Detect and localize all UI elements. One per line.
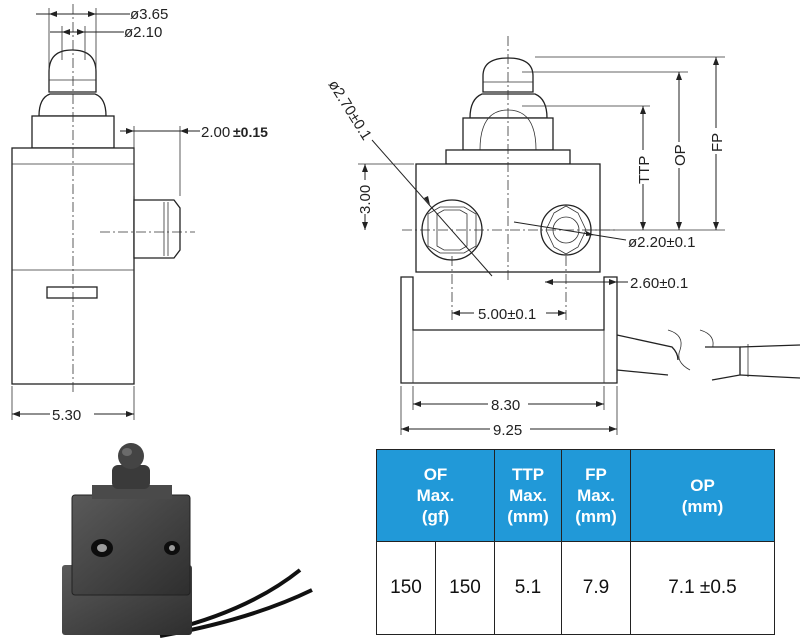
side-view: ø3.65 ø2.10 2.00 ±0.15 5.30 [11, 4, 268, 424]
dim-hole-pitch: 5.00±0.1 [478, 306, 536, 323]
header-of: OF Max. (gf) [376, 449, 495, 542]
cell-op: 7.1 ±0.5 [630, 541, 775, 635]
dim-fp: FP [709, 133, 726, 152]
header-fp: FP Max. (mm) [561, 449, 631, 542]
dim-small-hole-dia: ø2.20±0.1 [628, 234, 695, 251]
dim-total-width: 9.25 [493, 422, 522, 439]
spec-table: OF Max. (gf) TTP Max. (mm) FP Max. (mm) … [376, 449, 775, 635]
dim-width: 5.30 [52, 407, 81, 424]
dim-dia-inner: ø2.10 [124, 24, 162, 41]
dim-boss-width: 2.00 [201, 124, 230, 141]
cell-fp: 7.9 [561, 541, 631, 635]
dim-dia-outer: ø3.65 [130, 6, 168, 23]
dim-op: OP [672, 144, 689, 166]
front-view: ø2.70±0.1 3.00 ø2.20±0.1 2.60±0.1 5.00±0… [325, 36, 800, 439]
table-row: 150 150 5.1 7.9 7.1 ±0.5 [376, 541, 775, 635]
header-ttp: TTP Max. (mm) [494, 449, 562, 542]
cell-ttp: 5.1 [494, 541, 562, 635]
cell-of-1: 150 [376, 541, 436, 635]
dim-small-offset: 2.60±0.1 [630, 275, 688, 292]
dim-base-width: 8.30 [491, 397, 520, 414]
product-photo [62, 443, 313, 638]
dim-hole-dia: ø2.70±0.1 [325, 77, 375, 143]
header-op: OP (mm) [630, 449, 775, 542]
cell-of-2: 150 [435, 541, 495, 635]
dim-boss-tol: ±0.15 [233, 124, 268, 140]
dim-hole-height: 3.00 [357, 185, 374, 214]
dim-ttp: TTP [636, 156, 653, 184]
